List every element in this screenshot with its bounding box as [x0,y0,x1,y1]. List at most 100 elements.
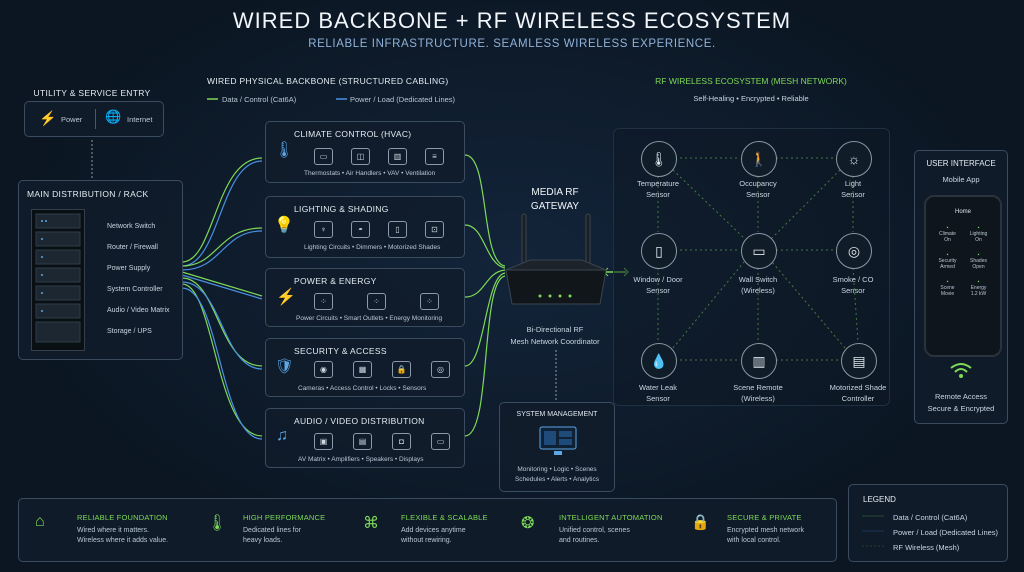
system-title: LIGHTING & SHADING [294,204,389,214]
dashboard-monitor-icon [539,426,577,455]
utility-internet-label: Internet [127,115,153,124]
power-line-lighting [181,230,263,271]
smoke-detector-icon[interactable]: ◎ [836,233,872,269]
switch-icon: ⊡ [425,221,444,238]
ui-remote-access: Remote Access Secure & Encrypted [915,391,1007,415]
rack-item: Router / Firewall [107,244,158,251]
feature-item: INTELLIGENT AUTOMATION Unified control, … [559,513,663,546]
thermometer-icon[interactable]: 🌡 [641,141,677,177]
page-title: WIRED BACKBONE + RF WIRELESS ECOSYSTEM [232,8,792,33]
features-bar: ⌂ RELIABLE FOUNDATION Wired where it mat… [18,498,837,562]
data-line-power [181,271,263,297]
system-title: AUDIO / VIDEO DISTRIBUTION [294,416,425,426]
rack-item: Power Supply [107,265,151,272]
feature-desc: with local control. [727,537,781,544]
ventilation-icon: ≡ [425,148,444,165]
gw-line-security [464,272,506,367]
rack-item: System Controller [107,286,163,293]
legend-title: LEGEND [863,495,896,504]
feature-desc: Wired where it matters. [77,527,149,534]
system-caption: Thermostats • Air Handlers • VAV • Venti… [304,170,436,177]
power-line-power [181,274,263,300]
system-title: SECURITY & ACCESS [294,346,387,356]
rf-subtitle: Self-Healing • Encrypted • Reliable [693,94,809,103]
gateway-desc-line-2: Mesh Network Coordinator [510,337,600,346]
page-subtitle: RELIABLE INFRASTRUCTURE. SEAMLESS WIRELE… [308,38,716,50]
shade-icon[interactable]: ▤ [841,343,877,379]
gw-line-av [464,275,506,437]
sun-icon[interactable]: ☼ [836,141,872,177]
speaker-icon: ◘ [392,433,411,450]
feature-desc: Encrypted mesh network [727,527,805,534]
outlet-icon: ⁘ [314,293,333,310]
utility-panel: ⚡ Power 🌐 Internet [24,101,164,137]
rf-title: RF WIRELESS ECOSYSTEM (MESH NETWORK) [655,76,847,86]
system-title: CLIMATE CONTROL (HVAC) [294,129,412,139]
rack-item-list: Network Switch Router / Firewall Power S… [107,223,181,343]
lightbulb-icon: 💡 [274,217,294,234]
system-caption: AV Matrix • Amplifiers • Speakers • Disp… [298,456,424,463]
wired-legend-power: Power / Load (Dedicated Lines) [350,95,456,104]
dimmer-icon: ◓ [351,221,370,238]
ui-subtitle: Mobile App [942,175,980,184]
management-line-2: Schedules • Alerts • Analytics [514,476,600,483]
system-panel-security: SECURITY & ACCESS 🛡 ◉ ▦ 🔒 ◎ Cameras • Ac… [265,338,465,397]
data-line-security [181,277,263,367]
gateway-title-line-1: MEDIA RF [531,187,579,198]
server-rack-icon [31,209,85,351]
feature-title: RELIABLE FOUNDATION [77,513,168,522]
av-matrix-icon: ▣ [314,433,333,450]
lamp-icon: ♆ [314,221,333,238]
gw-line-climate [464,154,506,267]
feature-desc: Add devices anytime [401,527,466,534]
system-panel-av: AUDIO / VIDEO DISTRIBUTION ♫ ▣ ▤ ◘ ▭ AV … [265,408,465,468]
vav-icon: ▥ [388,148,407,165]
switch-icon[interactable]: ▭ [741,233,777,269]
feature-desc: Dedicated lines for [243,527,301,534]
door-icon[interactable]: ▯ [641,233,677,269]
utility-power-label: Power [61,115,83,124]
smart-outlet-icon: ⁘ [367,293,386,310]
system-title: POWER & ENERGY [294,276,377,286]
utility-title: UTILITY & SERVICE ENTRY [33,88,151,98]
remote-access-line-1: Remote Access [934,392,988,401]
feature-desc: without rewiring. [401,537,452,544]
brain-icon: ❂ [521,515,535,532]
lighting-icon-row: ♆ ◓ ▯ ⊡ [314,221,444,238]
phone-title: Home [954,209,971,215]
gw-line-power [464,269,506,298]
system-panel-lighting: LIGHTING & SHADING 💡 ♆ ◓ ▯ ⊡ Lighting Ci… [265,196,465,258]
ui-title: USER INTERFACE [926,159,996,168]
system-management-panel[interactable]: SYSTEM MANAGEMENT Monitoring • Logic • S… [499,402,615,492]
feature-title: FLEXIBLE & SCALABLE [401,513,488,522]
feature-desc: Wireless where it adds value. [77,537,169,544]
gateway-title-line-2: GATEWAY [530,201,580,212]
rack-item: Network Switch [107,223,156,230]
lock-icon: 🔒 [691,514,710,531]
person-icon[interactable]: 🚶 [741,141,777,177]
feature-item: SECURE & PRIVATE Encrypted mesh network … [727,513,804,546]
droplet-icon[interactable]: 💧 [641,343,677,379]
rack-panel: MAIN DISTRIBUTION / RACK Network Switch … [18,180,183,360]
management-line-1: Monitoring • Logic • Scenes [517,466,597,473]
amplifier-icon: ▤ [353,433,372,450]
remote-icon[interactable]: ▥ [741,343,777,379]
system-panel-power: POWER & ENERGY ⚡ ⁘ ⁘ ⁘ Power Circuits • … [265,268,465,327]
gateway-desc-line-1: Bi-Directional RF [526,325,584,334]
thermometer-icon: 🌡 [274,142,295,159]
system-caption: Cameras • Access Control • Locks • Senso… [298,385,427,392]
security-icon-row: ◉ ▦ 🔒 ◎ [314,361,450,378]
music-note-icon: ♫ [276,427,288,444]
thermometer-icon: 🌡 [207,515,228,532]
lock-icon: 🔒 [392,361,411,378]
